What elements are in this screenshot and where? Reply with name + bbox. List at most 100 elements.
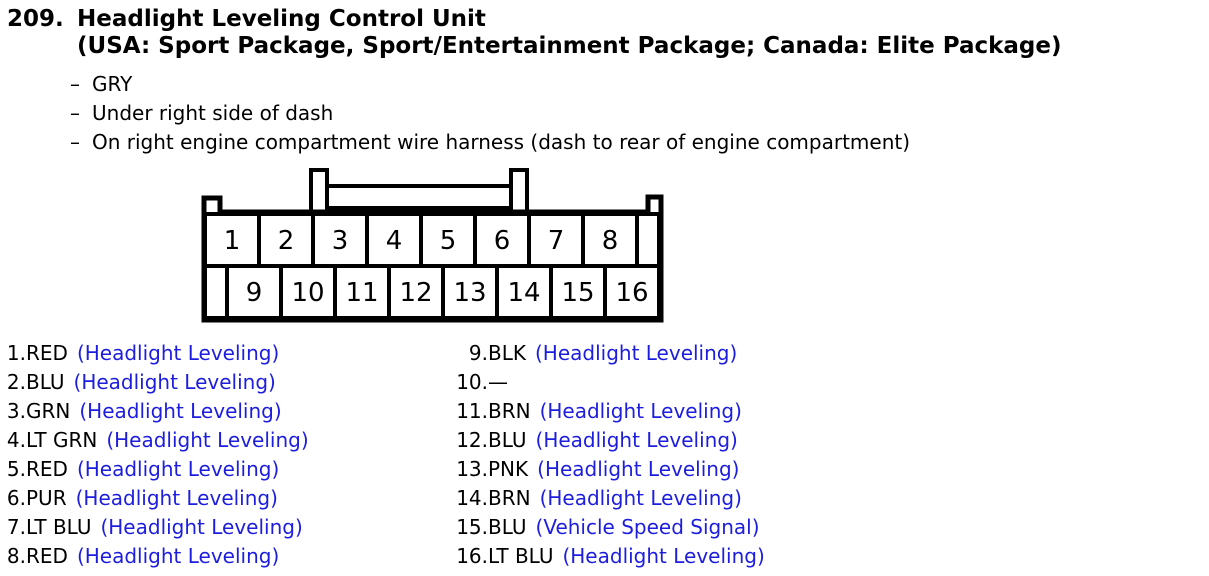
pin-cell-1: 1 bbox=[203, 212, 261, 268]
pin-number: 6. bbox=[6, 486, 26, 510]
pin-cell-number: 16 bbox=[615, 278, 648, 308]
note-text-color: GRY bbox=[92, 72, 133, 96]
pin-cell-number: 5 bbox=[440, 226, 457, 256]
pin-cell-5: 5 bbox=[419, 212, 477, 268]
note-text-location: Under right side of dash bbox=[92, 101, 334, 125]
pin-cell-number: 15 bbox=[561, 278, 594, 308]
pin-number: 11. bbox=[456, 399, 488, 423]
wire-function: (Headlight Leveling) bbox=[76, 544, 280, 568]
note-row: –On right engine compartment wire harnes… bbox=[70, 128, 910, 157]
pin-number: 9. bbox=[468, 341, 488, 365]
pin-cell-4: 4 bbox=[365, 212, 423, 268]
wire-color: BLK bbox=[488, 341, 526, 365]
connector-top-row: 1 2 3 4 5 6 7 8 bbox=[203, 212, 661, 268]
wire-color: PNK bbox=[488, 457, 529, 481]
page-title: Headlight Leveling Control Unit bbox=[77, 6, 486, 32]
wire-color: RED bbox=[26, 544, 68, 568]
wire-color: BLU bbox=[488, 515, 527, 539]
wire-color: BRN bbox=[488, 399, 531, 423]
pin-number: 10. bbox=[456, 370, 488, 394]
pin-row-1: 1.RED(Headlight Leveling) bbox=[6, 339, 309, 368]
wire-function: (Headlight Leveling) bbox=[106, 428, 309, 452]
pin-number: 15. bbox=[456, 515, 488, 539]
wire-color: LT BLU bbox=[488, 544, 554, 568]
wire-function: (Headlight Leveling) bbox=[79, 399, 282, 423]
wire-color: PUR bbox=[26, 486, 67, 510]
page-title-row: 209. Headlight Leveling Control Unit bbox=[7, 6, 486, 32]
pin-row-11: 11.BRN(Headlight Leveling) bbox=[455, 397, 765, 426]
pin-cell-9: 9 bbox=[225, 264, 283, 320]
pin-cell-13: 13 bbox=[441, 264, 499, 320]
pin-number: 7. bbox=[6, 515, 26, 539]
note-dash: – bbox=[70, 130, 80, 154]
pin-cell-2: 2 bbox=[257, 212, 315, 268]
pin-cell-15: 15 bbox=[549, 264, 607, 320]
pin-cell-number: 2 bbox=[278, 226, 295, 256]
pin-number: 5. bbox=[6, 457, 26, 481]
pin-cell-blank-bottom-left bbox=[203, 264, 229, 320]
wire-function: (Vehicle Speed Signal) bbox=[535, 515, 760, 539]
pin-row-12: 12.BLU (Headlight Leveling) bbox=[455, 426, 765, 455]
pin-number: 13. bbox=[456, 457, 488, 481]
wire-function: (Headlight Leveling) bbox=[73, 370, 276, 394]
wire-color: BRN bbox=[488, 486, 531, 510]
pin-cell-number: 8 bbox=[602, 226, 619, 256]
pin-row-14: 14.BRN (Headlight Leveling) bbox=[455, 484, 765, 513]
pin-cell-number: 14 bbox=[507, 278, 540, 308]
pin-number: 16. bbox=[456, 544, 488, 568]
pin-row-9: 9.BLK (Headlight Leveling) bbox=[455, 339, 765, 368]
pin-number: 8. bbox=[6, 544, 26, 568]
wire-color: BLU bbox=[488, 428, 527, 452]
pin-number: 4. bbox=[6, 428, 26, 452]
wire-color: RED bbox=[26, 341, 68, 365]
note-dash: – bbox=[70, 72, 80, 96]
pin-number: 2. bbox=[6, 370, 26, 394]
wire-function: (Headlight Leveling) bbox=[76, 457, 280, 481]
pin-cell-number: 6 bbox=[494, 226, 511, 256]
wire-function: (Headlight Leveling) bbox=[534, 341, 738, 365]
note-text-harness: On right engine compartment wire harness… bbox=[92, 130, 911, 154]
pin-row-16: 16.LT BLU(Headlight Leveling) bbox=[455, 542, 765, 571]
pin-row-7: 7.LT BLU (Headlight Leveling) bbox=[6, 513, 309, 542]
pin-cell-number: 1 bbox=[224, 226, 241, 256]
pin-cell-number: 13 bbox=[453, 278, 486, 308]
wire-function: (Headlight Leveling) bbox=[76, 341, 280, 365]
connector-latch-right-post bbox=[509, 168, 529, 216]
pin-row-8: 8.RED (Headlight Leveling) bbox=[6, 542, 309, 571]
wire-function: (Headlight Leveling) bbox=[75, 486, 278, 510]
pin-row-13: 13.PNK(Headlight Leveling) bbox=[455, 455, 765, 484]
wire-function: (Headlight Leveling) bbox=[539, 486, 742, 510]
pin-cell-7: 7 bbox=[527, 212, 585, 268]
wire-color: BLU bbox=[26, 370, 65, 394]
pin-row-15: 15.BLU (Vehicle Speed Signal) bbox=[455, 513, 765, 542]
connector-latch-left-post bbox=[309, 168, 329, 216]
pin-cell-number: 3 bbox=[332, 226, 349, 256]
pin-cell-number: 9 bbox=[246, 278, 263, 308]
connector-bottom-row: 9 10 11 12 13 14 15 16 bbox=[203, 264, 661, 320]
pin-row-2: 2.BLU (Headlight Leveling) bbox=[6, 368, 309, 397]
note-row: –Under right side of dash bbox=[70, 99, 910, 128]
pin-list-right: 9.BLK(Headlight Leveling) 10.— 11.BRN(He… bbox=[455, 339, 765, 571]
pin-cell-number: 12 bbox=[399, 278, 432, 308]
pin-number: 12. bbox=[456, 428, 488, 452]
pin-cell-3: 3 bbox=[311, 212, 369, 268]
pin-cell-number: 10 bbox=[291, 278, 324, 308]
pin-cell-8: 8 bbox=[581, 212, 639, 268]
wire-function: (Headlight Leveling) bbox=[100, 515, 303, 539]
pin-row-4: 4.LT GRN(Headlight Leveling) bbox=[6, 426, 309, 455]
wire-color: RED bbox=[26, 457, 68, 481]
pin-cell-number: 4 bbox=[386, 226, 403, 256]
pin-number: 14. bbox=[456, 486, 488, 510]
wire-function: (Headlight Leveling) bbox=[535, 428, 738, 452]
pin-cell-blank-top-right bbox=[635, 212, 661, 268]
pin-row-6: 6.PUR (Headlight Leveling) bbox=[6, 484, 309, 513]
pin-row-5: 5.RED (Headlight Leveling) bbox=[6, 455, 309, 484]
section-number: 209. bbox=[7, 6, 64, 32]
wire-color: LT BLU bbox=[26, 515, 92, 539]
pin-cell-11: 11 bbox=[333, 264, 391, 320]
pin-number: 3. bbox=[6, 399, 26, 423]
pin-cell-12: 12 bbox=[387, 264, 445, 320]
pin-cell-6: 6 bbox=[473, 212, 531, 268]
pin-cell-16: 16 bbox=[603, 264, 661, 320]
wire-color: — bbox=[488, 370, 508, 394]
